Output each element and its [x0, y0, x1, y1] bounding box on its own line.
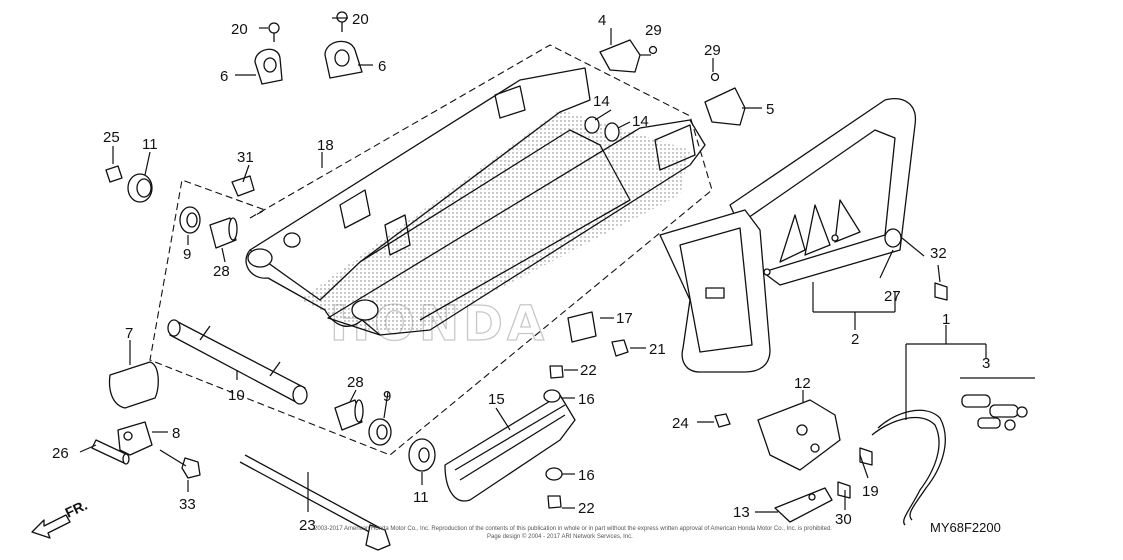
- collar-pin[interactable]: [91, 439, 130, 465]
- callout-9-lower: 9: [383, 388, 391, 405]
- callout-4: 4: [598, 12, 606, 29]
- hose-clamp-6-left[interactable]: [254, 48, 283, 85]
- leader-lines: [79, 17, 1035, 513]
- dust-seal-9-lower[interactable]: [368, 418, 392, 446]
- callout-22-lower: 22: [578, 500, 595, 517]
- rubber-14-right[interactable]: [604, 122, 620, 142]
- flange-bolt-33[interactable]: [159, 449, 201, 479]
- callout-11-upper: 11: [142, 136, 158, 153]
- bolt-19[interactable]: [859, 447, 873, 466]
- callout-29-lower: 29: [704, 42, 721, 59]
- bolt-30[interactable]: [837, 481, 851, 499]
- callout-30: 30: [835, 511, 852, 528]
- collar-25[interactable]: [105, 165, 123, 183]
- adjuster-plate[interactable]: [117, 421, 153, 456]
- callout-32: 32: [930, 245, 947, 262]
- adjuster-bolt-long[interactable]: [239, 454, 391, 551]
- chain-slider[interactable]: [444, 394, 576, 502]
- callout-2: 2: [851, 331, 859, 348]
- screw-29-upper[interactable]: [648, 45, 658, 55]
- callout-24: 24: [672, 415, 689, 432]
- bushing-28-upper[interactable]: [209, 217, 238, 249]
- nut-24[interactable]: [714, 413, 731, 428]
- callout-13: 13: [733, 504, 750, 521]
- bolt-21[interactable]: [611, 339, 629, 357]
- washer-11-lower[interactable]: [408, 438, 436, 472]
- callout-1: 1: [942, 311, 950, 328]
- callout-25: 25: [103, 129, 120, 146]
- assembly-dashed-outline: [149, 44, 713, 456]
- callout-28-upper: 28: [213, 263, 230, 280]
- callout-21: 21: [649, 341, 666, 358]
- callout-18: 18: [317, 137, 334, 154]
- callout-22-upper: 22: [580, 362, 597, 379]
- collar-16-lower[interactable]: [545, 467, 563, 481]
- callout-28-lower: 28: [347, 374, 364, 391]
- callout-10: 10: [228, 387, 245, 404]
- pivot-cap[interactable]: [108, 361, 159, 409]
- chain-joint-set[interactable]: [961, 394, 1028, 431]
- rubber-14-left[interactable]: [584, 116, 600, 134]
- copyright-line-2: Page design © 2004 - 2017 ARI Network Se…: [487, 533, 633, 540]
- pivot-shaft[interactable]: [167, 319, 308, 405]
- callout-14-right: 14: [632, 113, 649, 130]
- callout-5: 5: [766, 101, 774, 118]
- copyright-line-1: 2003-2017 American Honda Motor Co., Inc.…: [314, 526, 832, 532]
- clip-31[interactable]: [231, 175, 255, 197]
- chain-guide-plate[interactable]: [774, 487, 833, 523]
- callout-17: 17: [616, 310, 633, 327]
- screw-20-left[interactable]: [268, 22, 280, 42]
- callout-6-right: 6: [378, 58, 386, 75]
- drive-chain-guide[interactable]: [659, 98, 917, 373]
- bolt-22-lower[interactable]: [547, 495, 562, 509]
- mount-plate-17[interactable]: [567, 311, 597, 343]
- callout-26: 26: [52, 445, 69, 462]
- dust-seal-9-upper[interactable]: [179, 206, 201, 234]
- hose-clamp-6-right[interactable]: [324, 40, 363, 79]
- callout-14-left: 14: [593, 93, 610, 110]
- callout-12: 12: [794, 375, 811, 392]
- callout-16-upper: 16: [578, 391, 595, 408]
- callout-3: 3: [982, 355, 990, 372]
- bushing-28-lower[interactable]: [334, 399, 364, 431]
- drive-chain[interactable]: [871, 409, 946, 526]
- bolt-32[interactable]: [934, 282, 948, 301]
- callout-16-lower: 16: [578, 467, 595, 484]
- callout-23: 23: [299, 517, 316, 534]
- part-callouts: 20 6 20 6 4 29 29 5 14 14 18 31 25 11 9 …: [52, 11, 990, 534]
- screw-29-lower[interactable]: [710, 72, 720, 82]
- chain-case-stay-4[interactable]: [599, 39, 641, 73]
- swingarm[interactable]: [245, 67, 706, 336]
- bolt-22-upper[interactable]: [549, 365, 564, 379]
- diagram-code: MY68F2200: [930, 520, 1001, 535]
- callout-31: 31: [237, 149, 254, 166]
- chain-guide-slider[interactable]: [757, 399, 841, 471]
- callout-8: 8: [172, 425, 180, 442]
- callout-33: 33: [179, 496, 196, 513]
- callout-9-upper: 9: [183, 246, 191, 263]
- collar-27[interactable]: [884, 228, 902, 248]
- callout-7: 7: [125, 325, 133, 342]
- callout-15: 15: [488, 391, 505, 408]
- front-direction-label: FR.: [63, 497, 90, 521]
- screw-20-right[interactable]: [336, 11, 348, 32]
- callout-27: 27: [884, 288, 901, 305]
- callout-6-left: 6: [220, 68, 228, 85]
- collar-16-upper[interactable]: [543, 389, 561, 403]
- callout-29-upper: 29: [645, 22, 662, 39]
- callout-19: 19: [862, 483, 879, 500]
- callout-11-lower: 11: [413, 489, 429, 506]
- bearing-11-upper[interactable]: [127, 173, 153, 203]
- callout-20-right: 20: [352, 11, 369, 28]
- front-direction-arrow: FR.: [31, 497, 90, 539]
- chain-case-stay-5[interactable]: [704, 87, 746, 126]
- callout-20-left: 20: [231, 21, 248, 38]
